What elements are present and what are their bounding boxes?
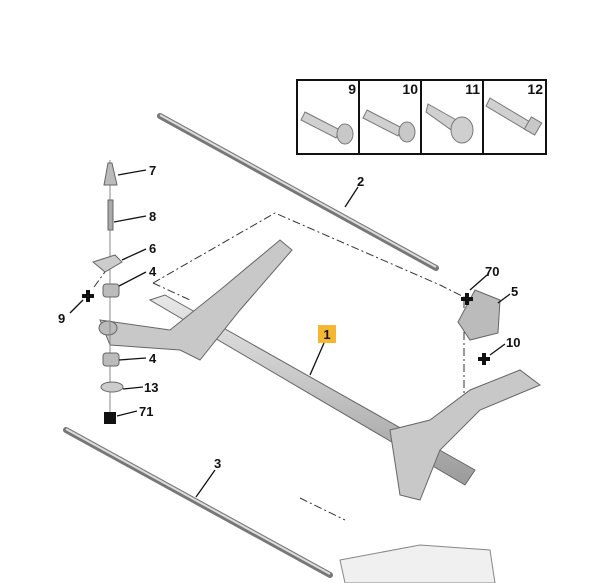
inset-ref-10: 10 (402, 81, 418, 97)
callout-8[interactable]: 8 (149, 209, 156, 224)
callout-10[interactable]: 10 (506, 335, 520, 350)
highlight-box (318, 325, 336, 343)
callout-3[interactable]: 3 (214, 456, 221, 471)
nut-square-icon (104, 412, 116, 424)
bracket-assembly (339, 544, 496, 583)
callout-13[interactable]: 13 (144, 380, 158, 395)
callout-6[interactable]: 6 (149, 241, 156, 256)
plus-marker-icon (82, 290, 94, 302)
callout-4-upper[interactable]: 4 (149, 264, 157, 279)
inset-ref-12: 12 (527, 81, 543, 97)
rear-axle-beam[interactable] (98, 239, 541, 501)
right-mount (457, 289, 501, 365)
leader-lines (69, 169, 511, 498)
callout-71[interactable]: 71 (139, 404, 153, 419)
inset-ref-9: 9 (348, 81, 356, 97)
callout-2[interactable]: 2 (357, 174, 364, 189)
pan-head-screw-icon[interactable] (425, 103, 474, 144)
plus-marker-icon (478, 353, 490, 365)
anti-roll-bar-upper[interactable] (157, 113, 439, 271)
callout-7[interactable]: 7 (149, 163, 156, 178)
callout-4-lower[interactable]: 4 (149, 351, 157, 366)
fastener-inset: 9 10 11 12 (296, 79, 547, 155)
left-mount-stack (82, 160, 124, 424)
inset-ref-11: 11 (465, 81, 480, 97)
callout-70[interactable]: 70 (485, 264, 499, 279)
callout-1[interactable]: 1 (323, 327, 330, 342)
flange-screw-icon[interactable] (362, 109, 416, 143)
callout-5[interactable]: 5 (511, 284, 518, 299)
anti-roll-bar-lower[interactable] (63, 427, 333, 578)
hex-screw-icon[interactable] (485, 97, 543, 136)
flange-screw-icon[interactable] (300, 111, 354, 145)
plus-marker-icon (461, 293, 473, 305)
callout-9[interactable]: 9 (58, 311, 65, 326)
